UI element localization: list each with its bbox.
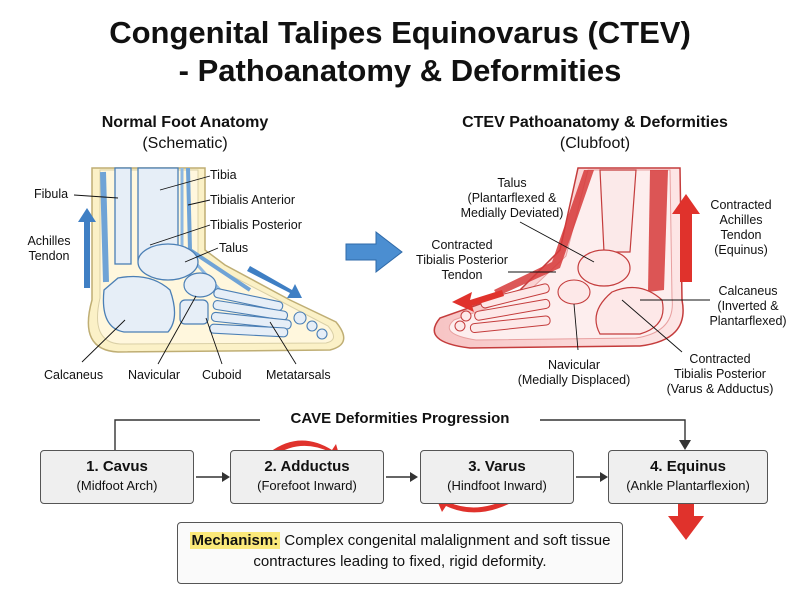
normal-subheading: (Schematic) [142,135,228,152]
label-ctev-calcaneus: Calcaneus (Inverted & Plantarflexed) [702,284,794,329]
label-metatarsals: Metatarsals [266,368,331,382]
mechanism-box: Mechanism: Complex congenital malalignme… [177,522,623,584]
step-arrowheads [222,472,608,482]
step-equinus-name: 4. Equinus [650,458,726,475]
ctev-talus-line2: (Plantarflexed & [467,191,557,205]
normal-panel-heading: Normal Foot Anatomy (Schematic) [60,112,310,154]
adductus-curved-arrow [270,440,340,458]
label-fibula: Fibula [34,187,69,201]
forefoot-down-arrow [247,266,302,298]
navicular-bone [183,272,217,298]
label-achilles-line2: Tendon [28,249,70,263]
ctev-achilles-line3: Tendon [720,228,762,242]
ctev-panel-heading: CTEV Pathoanatomy & Deformities (Clubfoo… [425,112,765,154]
step-varus: 3. Varus (Hindfoot Inward) [420,450,574,504]
label-achilles-line1: Achilles [27,234,71,248]
normal-heading: Normal Foot Anatomy [101,114,269,131]
ctev-achilles-up-arrow [672,194,700,282]
label-cuboid: Cuboid [202,368,242,382]
ctev-ctp2-line3: (Varus & Adductus) [666,382,774,396]
step-cavus-detail: (Midfoot Arch) [76,478,158,493]
achilles-tendon [100,171,109,283]
ctev-posterior-tendon [494,170,594,296]
ctev-heading: CTEV Pathoanatomy & Deformities [462,114,728,131]
label-navicular: Navicular [128,368,181,382]
ctev-navicular-bone [557,279,591,305]
progression-title: CAVE Deformities Progression [260,410,540,427]
ctev-nav-line2: (Medially Displaced) [517,373,631,387]
label-tibialis-posterior: Tibialis Posterior [210,218,302,232]
ctev-calc-line1: Calcaneus [718,284,778,298]
title-line-2: - Pathoanatomy & Deformities [178,53,622,88]
step-adductus-detail: (Forefoot Inward) [257,478,357,493]
label-ctev-talus: Talus (Plantarflexed & Medially Deviated… [446,176,578,221]
step-varus-detail: (Hindfoot Inward) [447,478,547,493]
label-ctev-achilles: Contracted Achilles Tendon (Equinus) [700,198,782,258]
mechanism-text: Complex congenital malalignment and soft… [253,532,611,570]
title-line-1: Congenital Talipes Equinovarus (CTEV) [109,15,691,50]
mechanism-label: Mechanism: [189,532,281,549]
label-talus: Talus [219,241,249,255]
varus-curved-arrow [436,494,520,513]
step-cavus: 1. Cavus (Midfoot Arch) [40,450,194,504]
label-achilles-tendon: Achilles Tendon [22,234,76,264]
cuboid-bone [179,299,209,325]
ctev-ctp2-line2: Tibialis Posterior [674,367,766,381]
step-adductus: 2. Adductus (Forefoot Inward) [230,450,384,504]
ctev-ctp-line1: Contracted [431,238,493,252]
normal-foot-illustration [73,167,345,365]
step-varus-name: 3. Varus [468,458,526,475]
ctev-achilles-line2: Achilles [719,213,763,227]
label-ctev-posterior-varus: Contracted Tibialis Posterior (Varus & A… [650,352,790,397]
label-ctev-navicular: Navicular (Medially Displaced) [508,358,640,388]
calcaneus-bone [102,275,176,333]
transition-arrow [345,230,403,274]
ctev-calcaneus-bone [595,286,664,335]
step-equinus: 4. Equinus (Ankle Plantarflexion) [608,450,768,504]
ctev-foot-illustration [433,167,710,353]
label-ctev-posterior-tendon: Contracted Tibialis Posterior Tendon [398,238,526,283]
normal-leader-lines [73,175,297,365]
ctev-calc-line2: (Inverted & [717,299,779,313]
label-tibia: Tibia [210,168,237,182]
ctev-metatarsal-bones [454,283,551,334]
ctev-achilles-line1: Contracted [710,198,772,212]
ctev-talus-line1: Talus [497,176,527,190]
label-tibialis-anterior: Tibialis Anterior [210,193,295,207]
ctev-talus-line3: Medially Deviated) [460,206,564,220]
page-title: Congenital Talipes Equinovarus (CTEV) - … [0,14,800,90]
label-calcaneus: Calcaneus [44,368,104,382]
ctev-leader-lines [508,221,710,353]
step-adductus-name: 2. Adductus [264,458,350,475]
ctev-subheading: (Clubfoot) [559,135,631,152]
ctev-nav-line1: Navicular [547,358,601,372]
equinus-down-arrow [668,500,704,540]
fibula-bone [114,167,132,265]
progression-bracket-head [679,440,691,450]
achilles-up-arrow [78,208,96,288]
ctev-tibia [599,169,637,253]
ctev-talus-bone [577,249,631,287]
talus-bone [137,243,199,281]
ctev-forefoot-arrow [452,290,504,312]
ctev-achilles-tendon [648,170,668,292]
step-equinus-detail: (Ankle Plantarflexion) [626,478,750,493]
ctev-achilles-line4: (Equinus) [714,243,768,257]
step-cavus-name: 1. Cavus [86,458,148,475]
ctev-calc-line3: Plantarflexed) [709,314,787,328]
ctev-ctp2-line1: Contracted [689,352,751,366]
ctev-ctp-line3: Tendon [441,268,483,282]
ctev-ctp-line2: Tibialis Posterior [416,253,508,267]
